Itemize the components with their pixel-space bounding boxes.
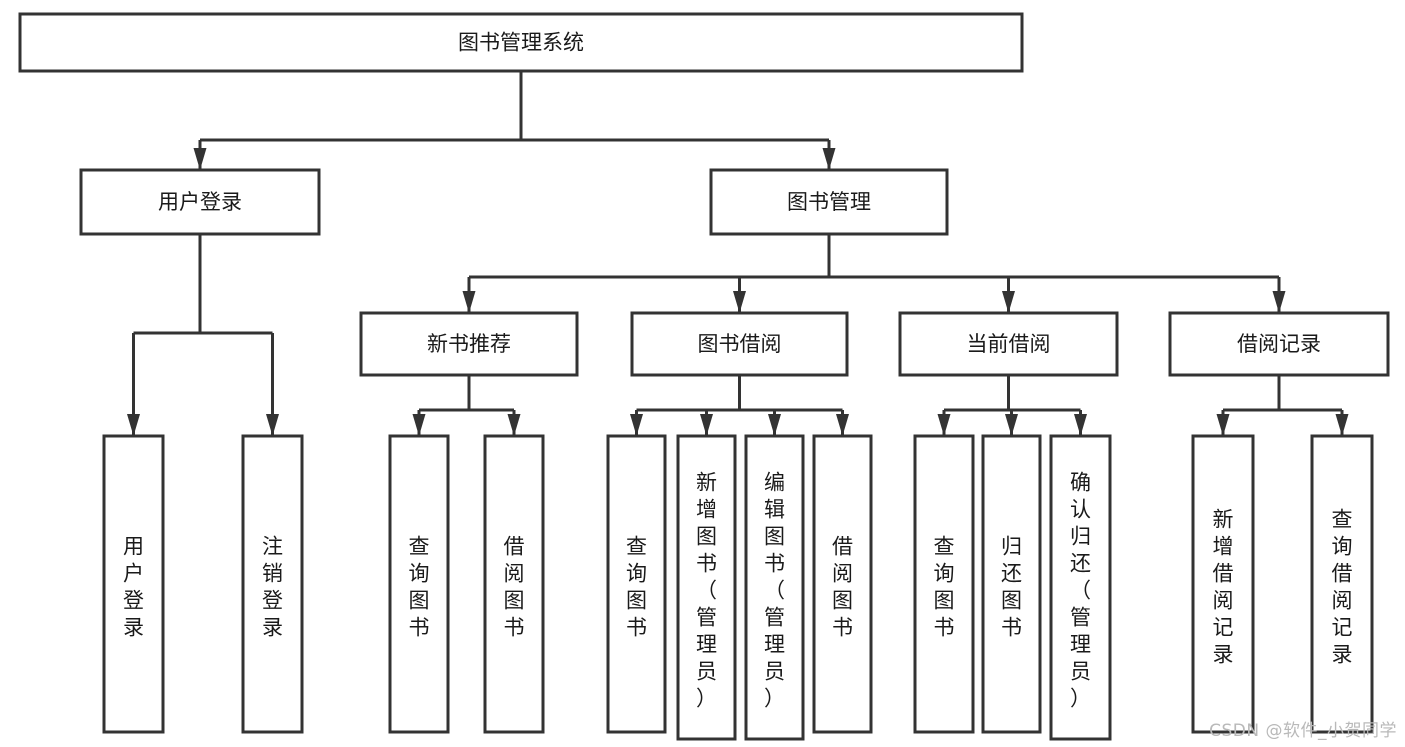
node-leaf_5[interactable]: 查询图书 bbox=[606, 434, 667, 734]
node-leaf_2[interactable]: 注销登录 bbox=[241, 434, 304, 734]
node-box[interactable] bbox=[898, 311, 1119, 377]
arrow-head-icon bbox=[768, 414, 781, 436]
node-leaf_1[interactable]: 用户登录 bbox=[102, 434, 165, 734]
node-label: 借阅图书 bbox=[504, 535, 525, 640]
arrow-head-icon bbox=[127, 414, 140, 436]
node-leaf_11[interactable]: 确认归还（管理员） bbox=[1049, 434, 1112, 741]
arrow-head-icon bbox=[836, 414, 849, 436]
node-label: 借阅记录 bbox=[1237, 332, 1321, 356]
node-label: 确认归还（管理员） bbox=[1070, 471, 1091, 711]
node-box[interactable] bbox=[102, 434, 165, 734]
node-leaf_7[interactable]: 编辑图书（管理员） bbox=[744, 434, 805, 741]
node-box[interactable] bbox=[981, 434, 1042, 734]
node-box[interactable] bbox=[1191, 434, 1255, 734]
arrow-head-icon bbox=[1005, 414, 1018, 436]
node-leaf_13[interactable]: 查询借阅记录 bbox=[1310, 434, 1374, 734]
node-leaf_8[interactable]: 借阅图书 bbox=[812, 434, 873, 734]
node-label: 图书管理系统 bbox=[458, 31, 584, 55]
node-label: 用户登录 bbox=[158, 190, 242, 214]
edge-group-root bbox=[193, 71, 836, 170]
node-box[interactable] bbox=[630, 311, 849, 377]
node-label: 新增图书（管理员） bbox=[696, 471, 717, 711]
arrow-head-icon bbox=[1002, 291, 1015, 313]
arrow-head-icon bbox=[1335, 414, 1349, 436]
node-box[interactable] bbox=[18, 12, 1024, 73]
arrow-head-icon bbox=[1216, 414, 1230, 436]
node-leaf_9[interactable]: 查询图书 bbox=[913, 434, 975, 734]
node-label: 归还图书 bbox=[1001, 535, 1022, 640]
node-label: 查询图书 bbox=[934, 535, 955, 640]
edge-group-l1_a bbox=[127, 234, 279, 436]
arrow-head-icon bbox=[412, 414, 426, 436]
arrow-head-icon bbox=[193, 148, 207, 170]
node-label: 新书推荐 bbox=[427, 332, 511, 356]
node-label: 编辑图书（管理员） bbox=[764, 471, 785, 711]
arrow-head-icon bbox=[822, 148, 836, 170]
node-leaf_3[interactable]: 查询图书 bbox=[388, 434, 450, 734]
nodes-layer: 图书管理系统用户登录图书管理新书推荐图书借阅当前借阅借阅记录用户登录注销登录查询… bbox=[18, 12, 1390, 741]
node-leaf_12[interactable]: 新增借阅记录 bbox=[1191, 434, 1255, 734]
node-label: 图书借阅 bbox=[698, 332, 782, 356]
node-label: 新增借阅记录 bbox=[1213, 508, 1234, 667]
node-box[interactable] bbox=[241, 434, 304, 734]
node-box[interactable] bbox=[812, 434, 873, 734]
node-l2_b[interactable]: 图书借阅 bbox=[630, 311, 849, 377]
arrow-head-icon bbox=[700, 414, 713, 436]
node-leaf_4[interactable]: 借阅图书 bbox=[483, 434, 545, 734]
node-box[interactable] bbox=[1049, 434, 1112, 741]
node-box[interactable] bbox=[359, 311, 579, 377]
node-label: 注销登录 bbox=[262, 535, 283, 640]
node-leaf_6[interactable]: 新增图书（管理员） bbox=[676, 434, 737, 741]
node-l1_a[interactable]: 用户登录 bbox=[79, 168, 321, 236]
node-label: 当前借阅 bbox=[967, 332, 1051, 356]
edge-group-l2_d bbox=[1216, 375, 1349, 436]
node-box[interactable] bbox=[606, 434, 667, 734]
node-root[interactable]: 图书管理系统 bbox=[18, 12, 1024, 73]
edge-group-l2_c bbox=[937, 375, 1087, 436]
arrow-head-icon bbox=[733, 291, 746, 313]
node-l1_b[interactable]: 图书管理 bbox=[709, 168, 949, 236]
node-box[interactable] bbox=[744, 434, 805, 741]
node-label: 查询图书 bbox=[626, 535, 647, 640]
arrow-head-icon bbox=[937, 414, 951, 436]
connectors-layer bbox=[127, 71, 1349, 436]
node-box[interactable] bbox=[1310, 434, 1374, 734]
node-label: 查询图书 bbox=[409, 535, 430, 640]
node-box[interactable] bbox=[913, 434, 975, 734]
arrow-head-icon bbox=[266, 414, 279, 436]
node-box[interactable] bbox=[483, 434, 545, 734]
node-label: 用户登录 bbox=[123, 535, 144, 640]
edge-group-l2_a bbox=[412, 375, 521, 436]
node-l2_d[interactable]: 借阅记录 bbox=[1168, 311, 1390, 377]
node-box[interactable] bbox=[1168, 311, 1390, 377]
edge-group-l1_b bbox=[462, 234, 1286, 313]
arrow-head-icon bbox=[1272, 291, 1286, 313]
node-label: 图书管理 bbox=[787, 190, 871, 214]
node-box[interactable] bbox=[79, 168, 321, 236]
edge-group-l2_b bbox=[630, 375, 849, 436]
arrow-head-icon bbox=[507, 414, 521, 436]
node-box[interactable] bbox=[709, 168, 949, 236]
node-box[interactable] bbox=[388, 434, 450, 734]
node-leaf_10[interactable]: 归还图书 bbox=[981, 434, 1042, 734]
node-box[interactable] bbox=[676, 434, 737, 741]
arrow-head-icon bbox=[1074, 414, 1087, 436]
arrow-head-icon bbox=[462, 291, 476, 313]
node-label: 查询借阅记录 bbox=[1332, 508, 1353, 667]
node-l2_c[interactable]: 当前借阅 bbox=[898, 311, 1119, 377]
arrow-head-icon bbox=[630, 414, 643, 436]
csdn-watermark: CSDN @软件_小贺同学 bbox=[1209, 721, 1397, 741]
node-l2_a[interactable]: 新书推荐 bbox=[359, 311, 579, 377]
node-label: 借阅图书 bbox=[832, 535, 853, 640]
